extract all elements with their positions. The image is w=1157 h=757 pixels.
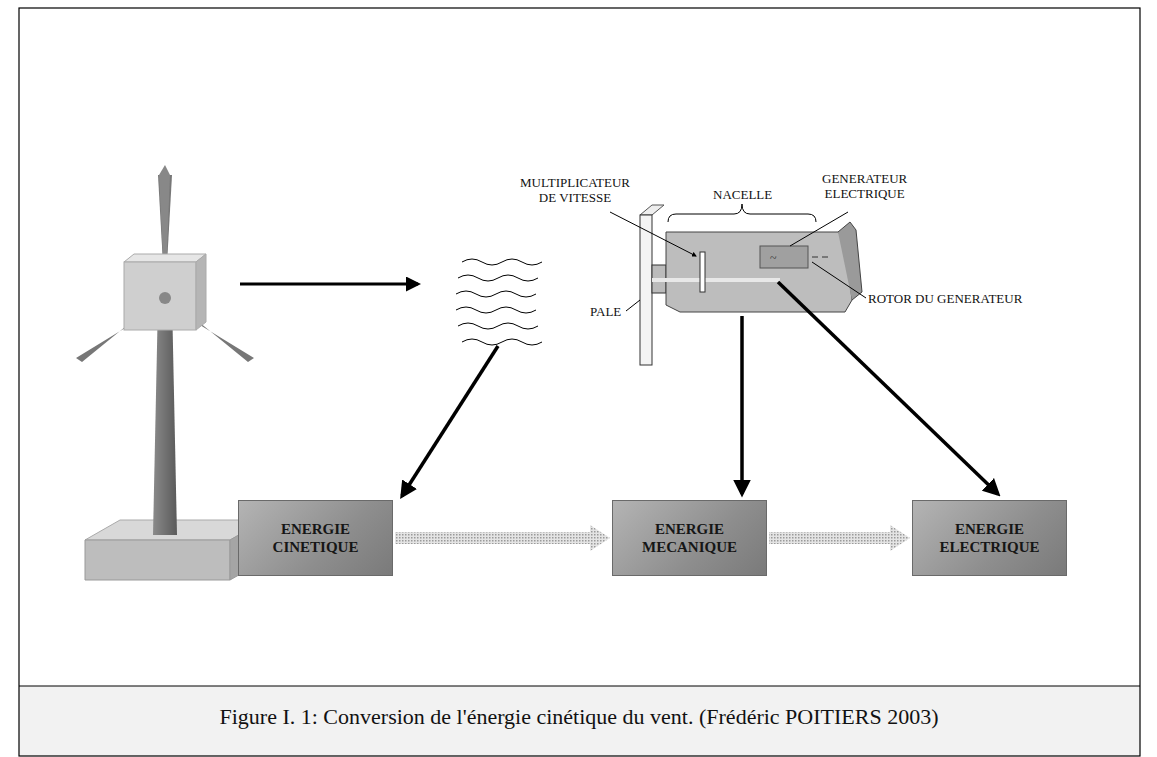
caption-band xyxy=(19,686,1140,756)
wind-turbine xyxy=(76,165,265,580)
part-label: NACELLE xyxy=(713,188,772,203)
energy-box: ENERGIE ELECTRIQUE xyxy=(912,500,1067,576)
box-text: ENERGIE ELECTRIQUE xyxy=(939,520,1039,556)
part-label: ROTOR DU GENERATEUR xyxy=(868,292,1022,307)
energy-box: ENERGIE MECANIQUE xyxy=(612,500,767,576)
leader-lines xyxy=(610,204,866,311)
part-label: PALE xyxy=(590,305,621,320)
svg-text:~: ~ xyxy=(770,251,777,265)
box-text: ENERGIE MECANIQUE xyxy=(642,520,737,556)
part-label: GENERATEUR ELECTRIQUE xyxy=(822,172,907,202)
figure-caption: Figure I. 1: Conversion de l'énergie cin… xyxy=(20,704,1138,730)
nacelle-detail: ~ xyxy=(640,205,862,365)
frame-divider xyxy=(19,686,1140,687)
zoom-arrow xyxy=(240,283,418,286)
energy-box: ENERGIE CINETIQUE xyxy=(238,500,393,576)
box-text: ENERGIE CINETIQUE xyxy=(273,520,359,556)
dotted-arrow xyxy=(769,525,910,551)
frame xyxy=(19,8,1140,756)
part-label: MULTIPLICATEUR DE VITESSE xyxy=(520,176,630,206)
dotted-arrow xyxy=(395,525,610,551)
energy-arrows xyxy=(402,282,998,496)
wind-lines xyxy=(456,259,542,345)
